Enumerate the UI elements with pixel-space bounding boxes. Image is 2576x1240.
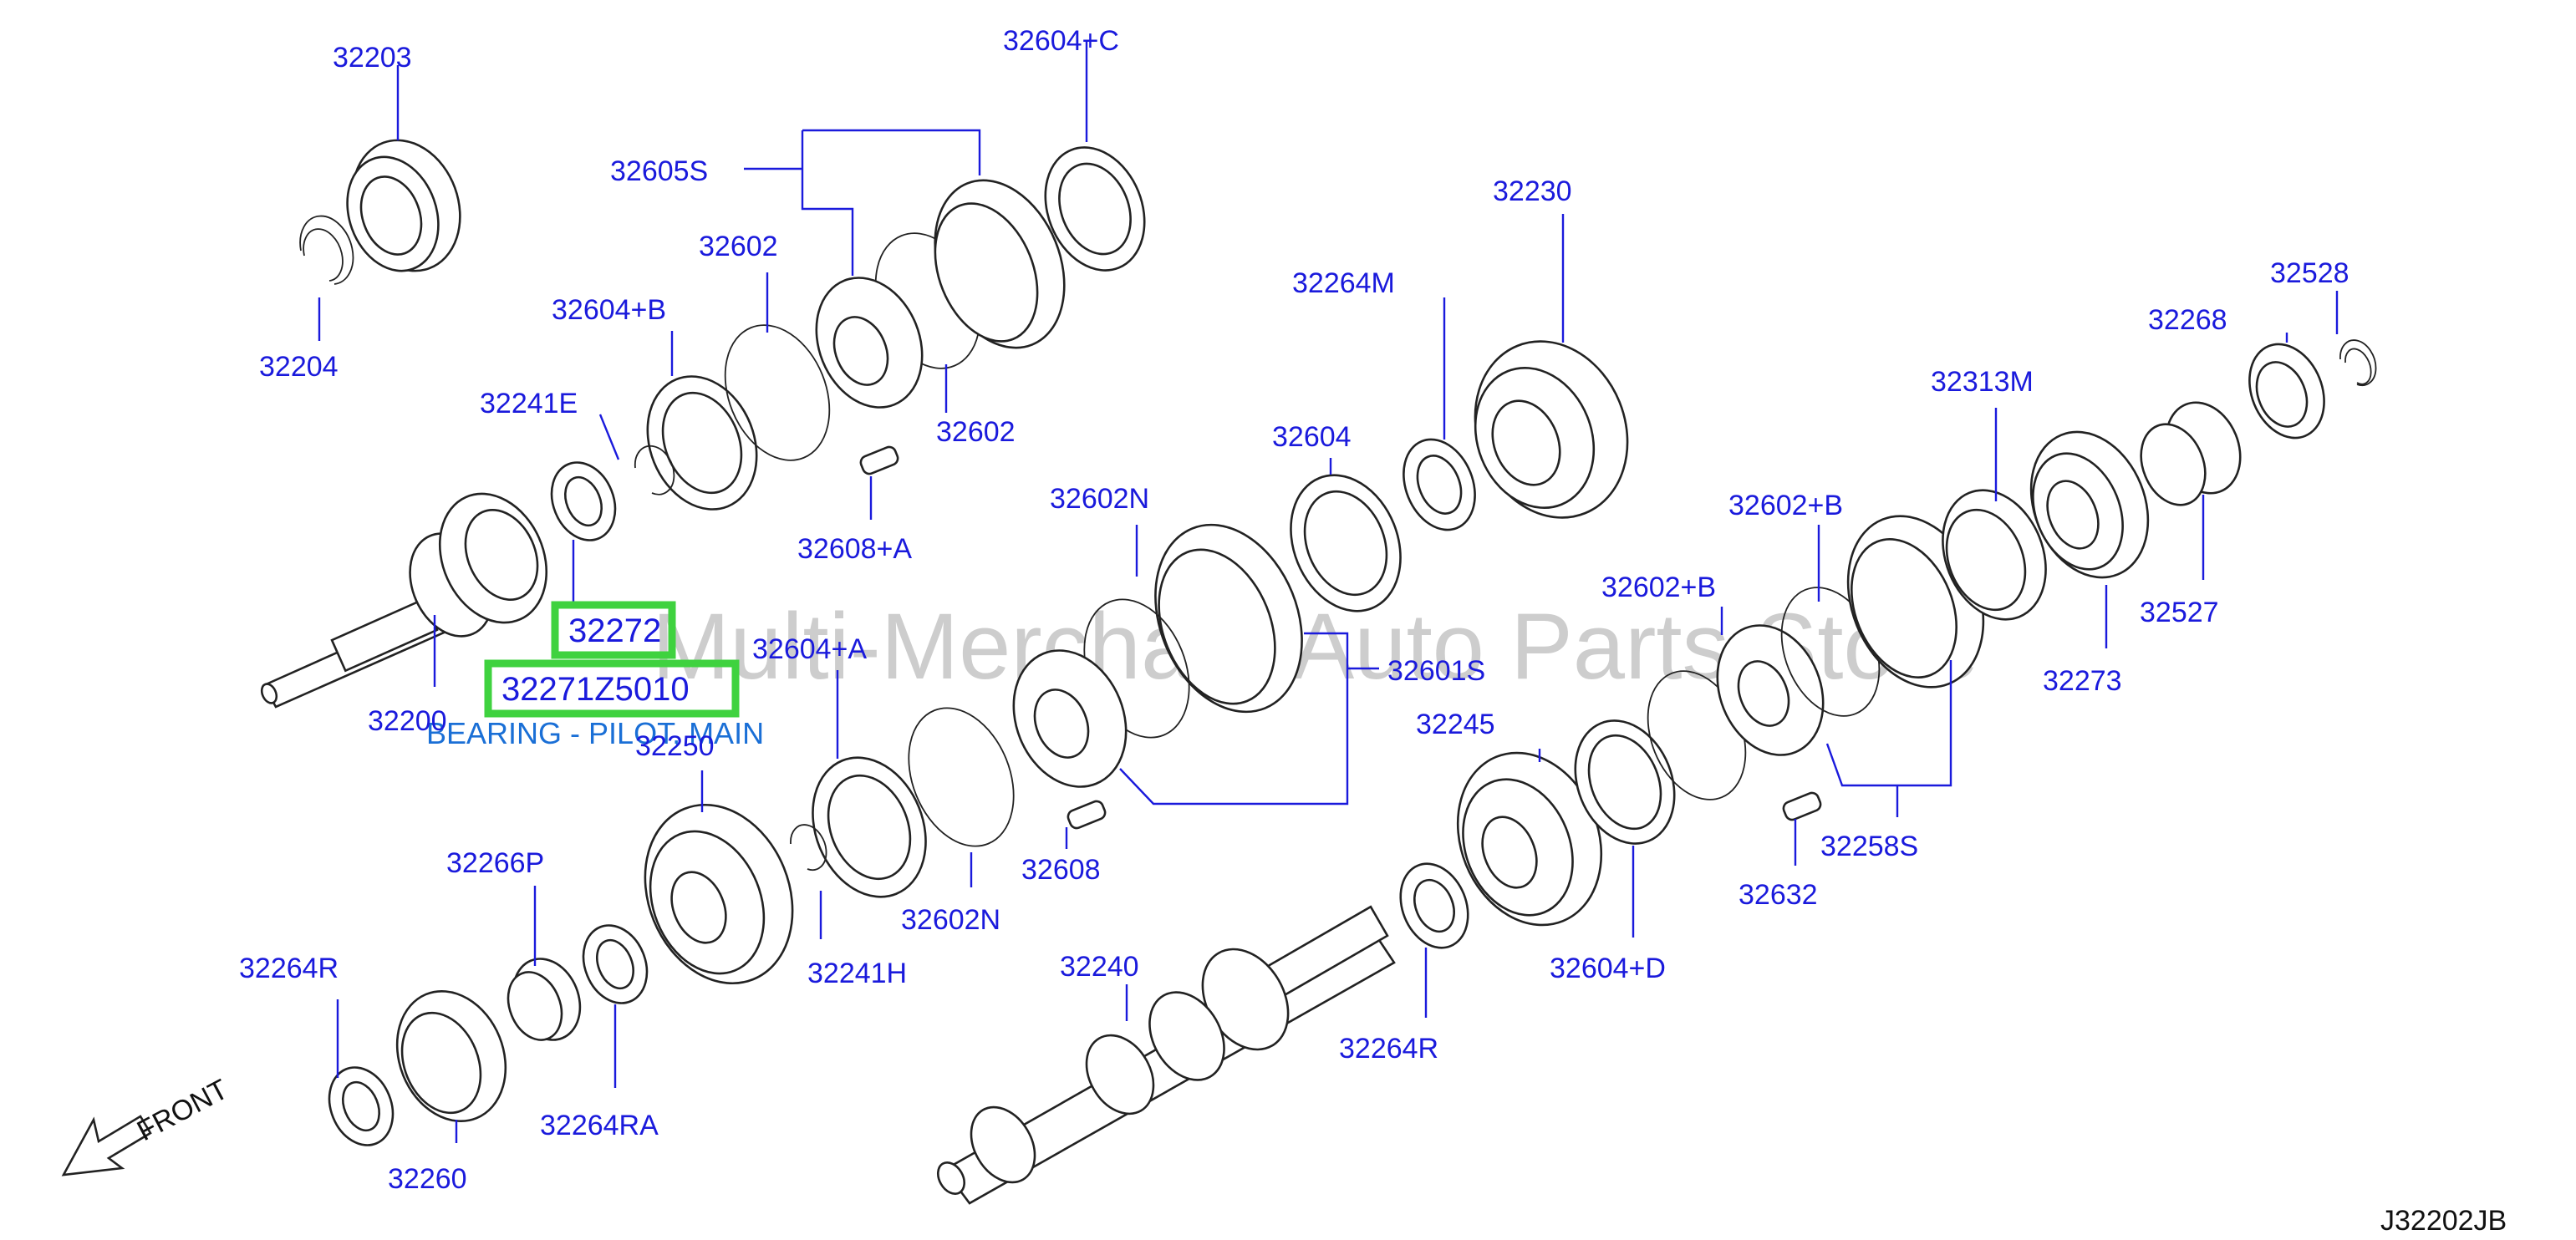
part-label-32528[interactable]: 32528 [2270,257,2349,289]
part-label-32313m[interactable]: 32313M [1931,366,2034,398]
part-label-32604-a[interactable]: 32604+A [752,633,867,665]
part-label-32601s[interactable]: 32601S [1387,655,1485,687]
part-label-32260[interactable]: 32260 [388,1163,467,1195]
part-label-32602n-upper[interactable]: 32602N [1050,483,1149,515]
part-label-32605s[interactable]: 32605S [610,155,708,187]
part-label-32258s[interactable]: 32258S [1820,831,1918,862]
selected-part-highlight [484,659,740,718]
part-label-32632[interactable]: 32632 [1739,879,1818,911]
callout-highlight [551,601,676,659]
part-label-32203[interactable]: 32203 [333,42,412,74]
rear-bearings-drawing [1942,339,2377,621]
sync-group-lower-drawing [1399,515,1985,949]
part-label-32200[interactable]: 32200 [368,705,447,737]
selected-part-number[interactable]: 32271Z5010 [501,671,690,708]
part-label-32273[interactable]: 32273 [2043,665,2122,697]
part-labels: 32203 32204 32604+C 32605S 32602 32602 3… [239,25,2349,1195]
leader-lines [318,42,2339,1143]
selected-part-description: BEARING - PILOT, MAIN [426,716,764,750]
counter-shaft-drawing [936,905,1396,1205]
part-label-32264m[interactable]: 32264M [1292,267,1395,299]
front-direction-indicator: FRONT [61,1074,233,1176]
part-label-32250[interactable]: 32250 [635,730,715,762]
part-label-32245[interactable]: 32245 [1416,709,1495,740]
diagram-reference-code: J32202JB [2380,1205,2507,1237]
gear-32230-drawing [1290,340,1629,612]
part-label-32240[interactable]: 32240 [1060,951,1139,983]
sync-group-upper-drawing [550,146,1146,541]
part-label-32604-c[interactable]: 32604+C [1003,25,1119,57]
part-label-32268[interactable]: 32268 [2148,304,2227,336]
part-label-32264r-right[interactable]: 32264R [1339,1033,1438,1065]
part-label-32608[interactable]: 32608 [1021,854,1101,886]
part-label-32602-b-right[interactable]: 32602+B [1728,490,1843,521]
part-label-32602n-lower[interactable]: 32602N [901,904,1000,936]
part-label-32204[interactable]: 32204 [259,351,339,383]
front-label: FRONT [132,1074,233,1148]
part-label-32230[interactable]: 32230 [1493,175,1572,207]
part-label-32241e[interactable]: 32241E [480,388,578,419]
part-label-32602-b-left[interactable]: 32602+B [1601,572,1716,603]
sync-group-middle-drawing [790,523,1303,898]
part-label-32604[interactable]: 32604 [1272,421,1352,453]
part-label-32241h[interactable]: 32241H [807,958,907,989]
part-label-32602-right[interactable]: 32602 [936,416,1016,448]
part-label-32608-a[interactable]: 32608+A [797,533,912,565]
main-shaft-drawing [260,492,548,709]
part-label-32604-d[interactable]: 32604+D [1550,953,1666,984]
part-label-32527[interactable]: 32527 [2140,597,2219,628]
part-label-32604-b[interactable]: 32604+B [552,294,666,326]
part-label-32602-upper[interactable]: 32602 [699,231,778,262]
bearing-32203-drawing [299,139,461,285]
gear-32250-drawing [328,803,794,1146]
callout-label[interactable]: 32272 [568,612,661,649]
part-label-32266p[interactable]: 32266P [446,847,544,879]
part-label-32264r-left[interactable]: 32264R [239,953,339,984]
part-label-32264ra[interactable]: 32264RA [540,1110,659,1141]
front-arrow-icon [61,1115,152,1176]
